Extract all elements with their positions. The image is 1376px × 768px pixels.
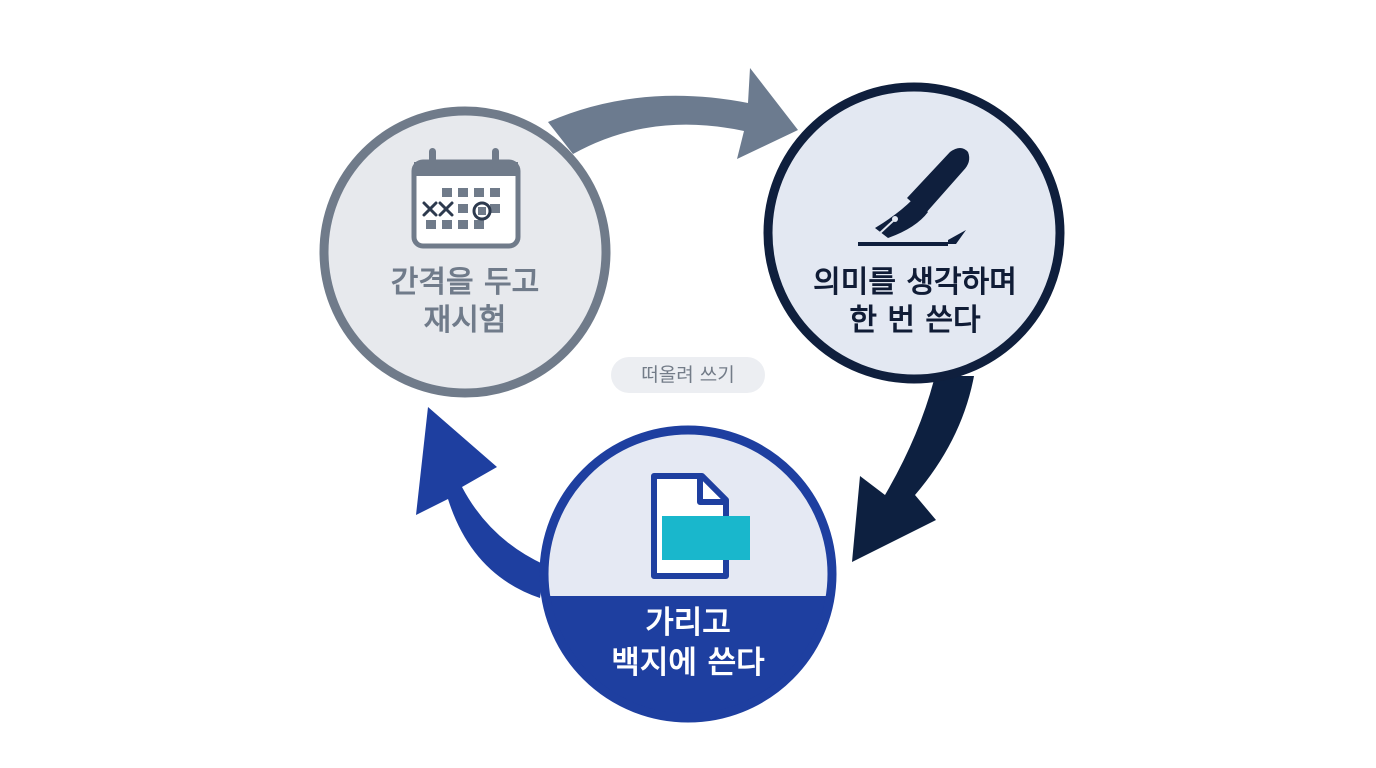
arrow-left-to-right (548, 68, 798, 159)
node-bottom-label: 가리고 백지에 쓴다 (545, 604, 831, 683)
center-label-pill: 떠올려 쓰기 (611, 357, 765, 393)
node-bottom-line-2: 백지에 쓴다 (611, 644, 765, 681)
fountain-pen-icon (858, 148, 970, 246)
node-left-line-2: 재시험 (423, 303, 507, 339)
node-right-line-2: 한 번 쓴다 (849, 303, 981, 339)
node-left-label: 간격을 두고 재시험 (320, 264, 610, 341)
node-right-label: 의미를 생각하며 한 번 쓴다 (770, 264, 1060, 341)
arrow-bottom-to-left (416, 407, 545, 598)
covered-document-icon (651, 473, 750, 579)
node-left-line-1: 간격을 두고 (390, 265, 540, 300)
node-bottom-line-1: 가리고 (645, 605, 731, 641)
arrow-right-to-bottom (852, 376, 974, 562)
node-right-circle (763, 82, 1065, 384)
node-left-circle (319, 106, 611, 398)
calendar-icon (411, 148, 521, 249)
node-right-line-1: 의미를 생각하며 (813, 265, 1017, 300)
